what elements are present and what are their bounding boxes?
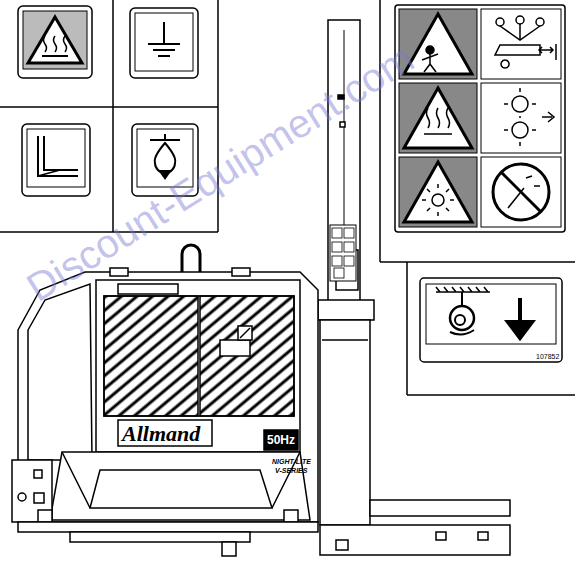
warning-decal bbox=[395, 5, 565, 232]
hot-surface-decal bbox=[18, 6, 92, 78]
model-series: V-SERIES bbox=[275, 467, 307, 474]
frequency-badge: 50Hz bbox=[267, 434, 295, 446]
ground-decal bbox=[130, 8, 198, 78]
lift-point-decal bbox=[22, 124, 90, 196]
lift-decal bbox=[420, 278, 562, 362]
decal-part-number: 107852 bbox=[536, 353, 559, 360]
brand-logo: Allmand bbox=[122, 423, 200, 445]
model-name: NIGHT-LITE bbox=[272, 458, 311, 465]
light-tower bbox=[12, 20, 510, 556]
